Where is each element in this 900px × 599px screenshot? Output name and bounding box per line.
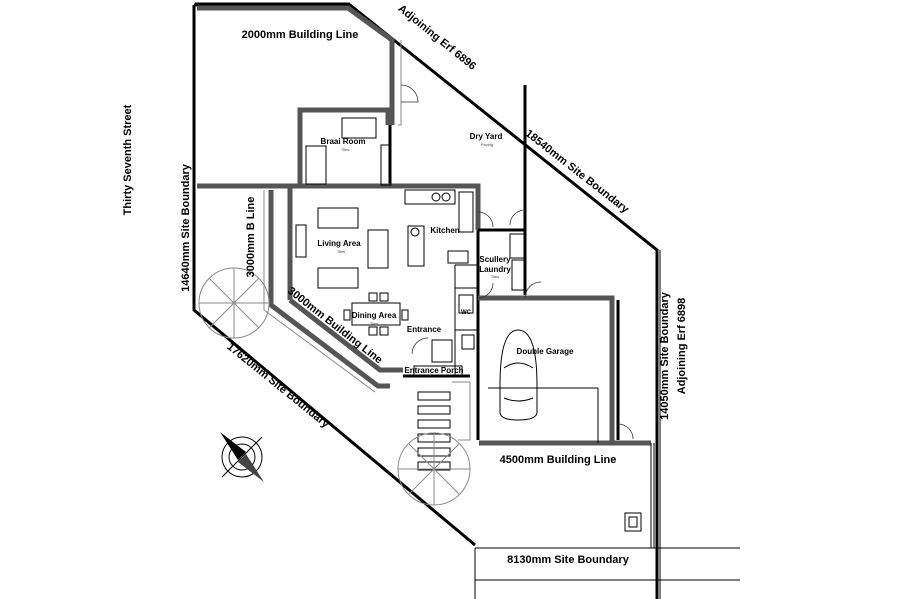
dry-yard-floor: Paving <box>481 142 493 147</box>
compass-rose-icon <box>220 432 264 482</box>
scullery-floor: Tiles <box>491 274 499 279</box>
double-garage-label: Double Garage <box>517 347 574 356</box>
living-area-label: Living Area <box>317 239 361 248</box>
dry-yard-label: Dry Yard <box>470 132 503 141</box>
kitchen-label: Kitchen <box>430 226 459 235</box>
braai-room-floor: Tiles <box>341 147 349 152</box>
scullery-label: Scullery <box>479 255 511 264</box>
b-line-left-label: 3000mm B Line <box>245 197 257 278</box>
building-line-top-label: 2000mm Building Line <box>242 29 359 41</box>
diag-boundary-top-label: 18540mm Site Boundary <box>523 128 632 217</box>
dining-area-label: Dining Area <box>352 311 397 320</box>
laundry-label: Laundry <box>479 265 511 274</box>
building-lines <box>197 5 655 548</box>
bottom-boundary-label: 8130mm Site Boundary <box>507 554 630 566</box>
diag-boundary-bottom-label: 17620mm Site Boundary <box>224 341 332 431</box>
living-area-floor: Tiles <box>337 249 345 254</box>
site-boundary <box>192 2 740 599</box>
street-label: Thirty Seventh Street <box>122 104 134 215</box>
car-icon <box>499 329 538 421</box>
braai-room-label: Braai Room <box>321 137 366 146</box>
door-swings <box>400 84 634 440</box>
left-boundary-label: 14640mm Site Boundary <box>180 163 192 292</box>
entrance-label: Entrance <box>407 325 442 334</box>
tree-canopy-icon <box>198 267 270 339</box>
right-boundary-label: 14050mm Site Boundary <box>659 291 671 420</box>
dining-area-floor: Tiles <box>370 321 378 326</box>
entrance-porch-label: Entrance Porch <box>404 366 463 375</box>
wc-label: WC <box>461 310 472 316</box>
building-line-bottom-label: 4500mm Building Line <box>500 454 617 466</box>
tree-canopy-icon <box>397 432 471 506</box>
adjoining-erf-right-label: Adjoining Erf 6898 <box>676 298 688 395</box>
adjoining-erf-top-label: Adjoining Erf 6896 <box>396 3 479 73</box>
